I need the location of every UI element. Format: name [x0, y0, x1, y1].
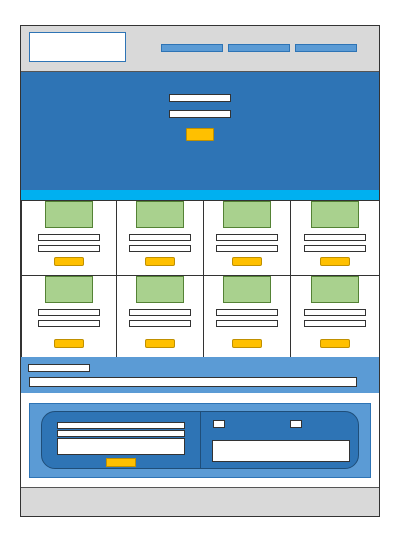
product-thumbnail-icon[interactable]: [44, 276, 93, 303]
product-text-line: [128, 320, 191, 327]
product-thumbnail-icon[interactable]: [222, 276, 271, 303]
hero-input-1[interactable]: [169, 94, 231, 102]
product-button[interactable]: [231, 339, 262, 348]
product-thumbnail-icon[interactable]: [310, 201, 359, 228]
product-text-line: [215, 309, 278, 316]
form-submit-button[interactable]: [106, 458, 136, 467]
product-text-line: [215, 234, 278, 241]
product-button[interactable]: [144, 257, 175, 266]
product-button[interactable]: [144, 339, 175, 348]
product-text-line: [303, 309, 366, 316]
hero-button[interactable]: [186, 128, 214, 141]
search-input[interactable]: [29, 377, 357, 387]
nav-item-2[interactable]: [228, 44, 290, 52]
product-thumbnail-icon[interactable]: [44, 201, 93, 228]
product-text-line: [215, 245, 278, 252]
product-button[interactable]: [319, 339, 350, 348]
product-text-line: [303, 320, 366, 327]
nav-item-3[interactable]: [295, 44, 357, 52]
product-button[interactable]: [53, 339, 84, 348]
product-text-line: [128, 234, 191, 241]
product-text-line: [303, 234, 366, 241]
product-text-line: [128, 309, 191, 316]
product-thumbnail-icon[interactable]: [135, 201, 184, 228]
product-thumbnail-icon[interactable]: [222, 201, 271, 228]
checkbox-1[interactable]: [213, 420, 225, 428]
checkbox-2[interactable]: [290, 420, 302, 428]
forms-divider: [200, 411, 201, 469]
site-footer: [21, 487, 379, 516]
search-label: [28, 364, 90, 372]
product-text-line: [215, 320, 278, 327]
product-thumbnail-icon[interactable]: [135, 276, 184, 303]
product-button[interactable]: [231, 257, 262, 266]
form-field-2[interactable]: [57, 430, 185, 437]
search-band: [21, 357, 379, 393]
product-text-line: [37, 234, 100, 241]
product-button[interactable]: [319, 257, 350, 266]
product-text-line: [37, 245, 100, 252]
product-text-line: [128, 245, 191, 252]
logo-placeholder[interactable]: [29, 32, 126, 62]
product-text-line: [37, 320, 100, 327]
form-textarea[interactable]: [57, 438, 185, 455]
product-text-line: [37, 309, 100, 316]
message-box[interactable]: [212, 440, 350, 462]
hero-accent-strip: [21, 190, 379, 200]
hero-input-2[interactable]: [169, 110, 231, 118]
form-field-1[interactable]: [57, 422, 185, 429]
nav-item-1[interactable]: [161, 44, 223, 52]
product-button[interactable]: [53, 257, 84, 266]
product-text-line: [303, 245, 366, 252]
product-thumbnail-icon[interactable]: [310, 276, 359, 303]
